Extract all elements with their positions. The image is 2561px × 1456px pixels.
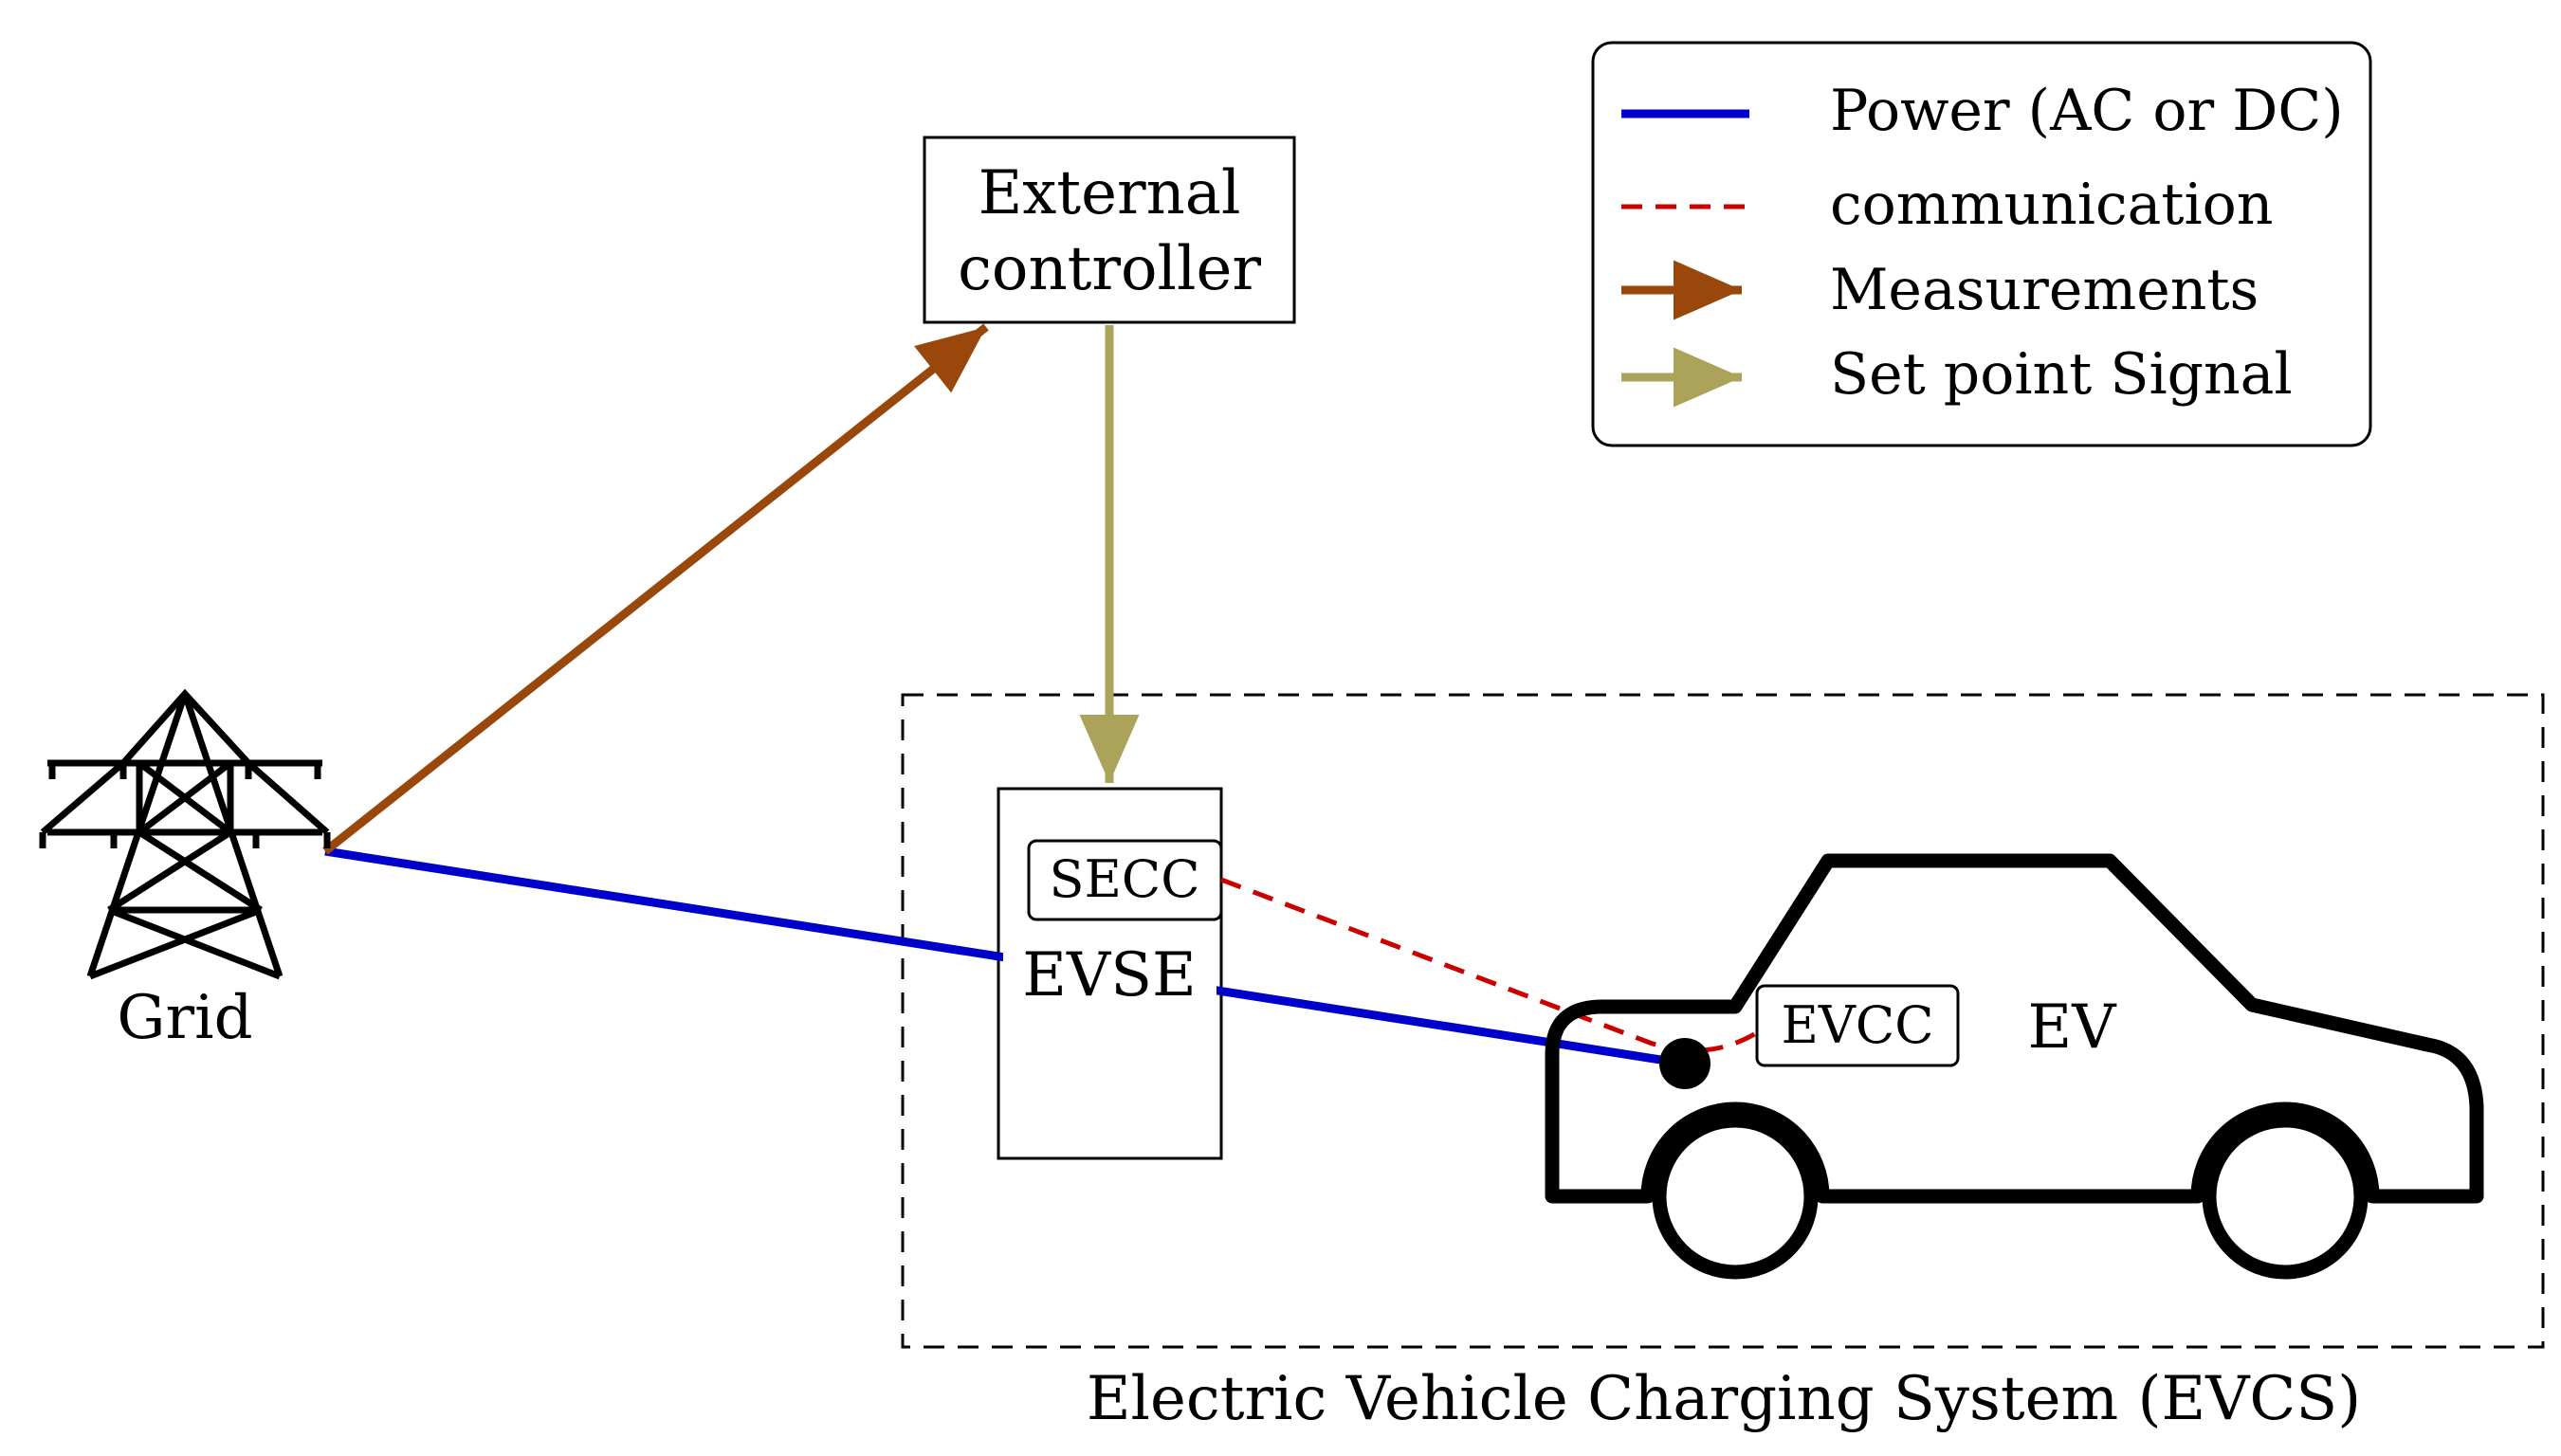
legend: Power (AC or DC) communication Measureme… — [1591, 41, 2372, 447]
legend-setpoint-label: Set point Signal — [1830, 341, 2293, 408]
legend-power-label: Power (AC or DC) — [1830, 78, 2344, 144]
measurements-arrow — [322, 323, 989, 855]
legend-communication-label: communication — [1830, 172, 2273, 238]
evse-label: EVSE — [1022, 940, 1197, 1010]
ev-label: EV — [2028, 992, 2118, 1063]
grid-label: Grid — [117, 983, 252, 1053]
external-controller-label-line2: controller — [958, 234, 1261, 304]
evcs-label: Electric Vehicle Charging System (EVCS) — [1087, 1364, 2361, 1434]
charging-port — [1659, 1038, 1710, 1089]
legend-measurements-label: Measurements — [1830, 257, 2259, 323]
evse-label-backing — [1003, 934, 1216, 1010]
evcc-label: EVCC — [1781, 995, 1933, 1055]
secc-label: SECC — [1049, 849, 1199, 909]
evcc-box — [1755, 984, 1960, 1067]
legend-box — [1591, 41, 2372, 447]
ev-car-icon — [1545, 853, 2484, 1280]
ev-front-wheel — [1652, 1113, 1819, 1280]
communication-line — [1220, 877, 1765, 1053]
external-controller-box — [923, 136, 1296, 324]
external-controller-label-line1: External — [979, 158, 1241, 228]
transmission-tower-icon — [39, 688, 331, 980]
evcs-boundary — [901, 693, 2545, 1349]
ev-rear-wheel — [2202, 1113, 2369, 1280]
